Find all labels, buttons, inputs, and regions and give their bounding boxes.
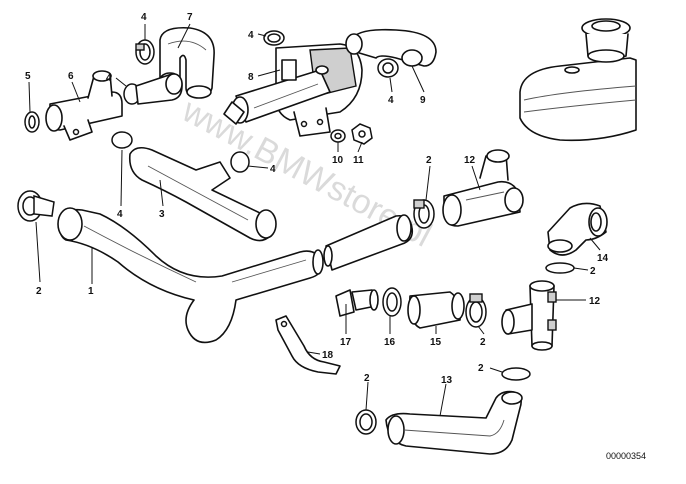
callout-label: 4 (106, 73, 112, 84)
washer-10[interactable] (330, 129, 346, 143)
fitting-15[interactable] (407, 291, 465, 329)
callout-label: 4 (117, 209, 123, 220)
callout-label: 9 (420, 95, 426, 106)
callout-label: 8 (248, 72, 254, 83)
short-hose-4[interactable] (123, 73, 183, 105)
callout-label: 2 (426, 155, 432, 166)
nut-11[interactable] (351, 123, 373, 145)
curved-hose-9[interactable] (345, 28, 437, 78)
callout-label: 1 (88, 286, 94, 297)
clamp-16[interactable] (382, 287, 402, 317)
callout-label: 10 (332, 155, 344, 166)
callout-label: 2 (36, 286, 42, 297)
heater-valve-8[interactable] (223, 43, 363, 137)
callout-label: 4 (270, 164, 276, 175)
callout-label: 7 (187, 12, 193, 23)
hose-13[interactable] (355, 390, 523, 455)
t-piece-12-lower[interactable] (501, 262, 575, 381)
callout-numbers: 4 7 4 5 6 4 8 4 9 10 11 4 4 3 2 12 2 1 1… (25, 12, 609, 386)
callout-label: 13 (441, 375, 453, 386)
diagram-code: 00000354 (606, 451, 646, 461)
t-piece-12-upper[interactable] (442, 149, 524, 227)
t-piece-6[interactable] (45, 70, 123, 141)
callout-label: 4 (248, 30, 254, 41)
main-hose-1[interactable] (17, 190, 414, 344)
hose-3[interactable] (111, 131, 277, 242)
clamp-2-upper[interactable] (413, 199, 435, 229)
callout-label: 18 (322, 350, 334, 361)
clamp-2-mid[interactable] (465, 293, 487, 328)
callout-label: 2 (364, 373, 370, 384)
callout-label: 17 (340, 337, 352, 348)
callout-label: 12 (589, 296, 601, 307)
callout-label: 5 (25, 71, 31, 82)
callout-label: 12 (464, 155, 476, 166)
callout-label: 2 (478, 363, 484, 374)
callout-label: 2 (480, 337, 486, 348)
callout-label: 4 (141, 12, 147, 23)
fitting-17[interactable] (335, 289, 379, 317)
callout-label: 16 (384, 337, 396, 348)
callout-label: 6 (68, 71, 74, 82)
callout-label: 3 (159, 209, 165, 220)
callout-label: 4 (388, 95, 394, 106)
bracket-18[interactable] (275, 315, 341, 375)
hose-clamp-valve[interactable] (263, 30, 285, 46)
callout-label: 11 (353, 155, 364, 166)
callout-label: 15 (430, 337, 442, 348)
elbow-14[interactable] (547, 202, 608, 256)
callout-label: 2 (590, 266, 596, 277)
sealing-ring-5[interactable] (24, 111, 40, 133)
callout-label: 14 (597, 253, 609, 264)
hose-clamp-top[interactable] (135, 39, 155, 65)
leader-lines (28, 23, 601, 417)
expansion-tank[interactable] (519, 18, 637, 142)
